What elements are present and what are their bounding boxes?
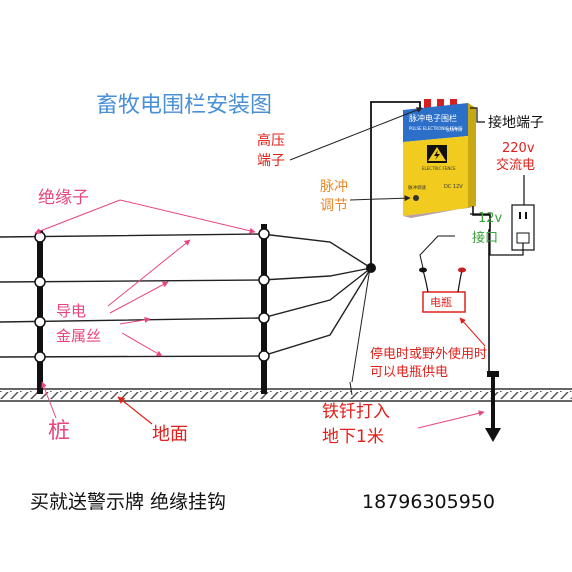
ground-leader: [117, 396, 153, 425]
insulator-label: 绝缘子: [38, 188, 89, 208]
dc-port-label-line1: 12v: [478, 211, 503, 226]
ground-label: 地面: [152, 424, 188, 445]
device-subtitle: PULSE ELECTRONIC FENCE: [409, 126, 463, 131]
hv-terminal-label-line1: 高压: [257, 132, 285, 149]
pulse-label-line2: 调节: [320, 198, 348, 214]
spike-label-line1: 铁钎打入: [322, 402, 390, 422]
hv-terminal-label-line2: 端子: [257, 153, 285, 169]
footer-promo: 买就送警示牌 绝缘挂钩: [30, 491, 226, 513]
fence-wires: [0, 233, 372, 358]
pulse-knob: [413, 195, 419, 201]
footer-phone: 18796305950: [362, 491, 495, 513]
spike-junction-leader: [349, 381, 353, 396]
insulator-icon: [258, 312, 270, 324]
fence-energizer-device: 脉冲电子围栏 PULSE ELECTRONIC FENCE 牧场专用 ELECT…: [403, 99, 476, 218]
insulator-icon: [34, 316, 46, 328]
spike-label-line2: 地下1米: [322, 427, 384, 447]
high-voltage-lead: [370, 101, 421, 268]
post-leader: [41, 381, 57, 419]
insulator-icon: [258, 274, 270, 286]
battery-label: 电瓶: [430, 295, 452, 309]
device-voltage: DC 12V: [444, 184, 463, 190]
device-pulse-knob-label: 脉冲调速: [408, 184, 426, 191]
wire-label-line1: 导电: [56, 302, 86, 320]
device-brand: ELECTRIC FENCE: [422, 166, 456, 171]
insulators: [34, 228, 270, 363]
fence-post-left: [37, 230, 43, 394]
high-voltage-warning-icon: [427, 145, 447, 163]
battery: 电瓶: [419, 235, 466, 313]
wire-label-line2: 金属丝: [56, 327, 101, 345]
ground-terminal-label: 接地端子: [488, 114, 544, 131]
pulse-label-line1: 脉冲: [320, 179, 348, 195]
insulator-icon: [34, 231, 46, 243]
backup-label-line1: 停电时或野外使用时: [370, 346, 487, 362]
ground-spike: [485, 371, 501, 442]
diagram-title: 畜牧电围栏安装图: [96, 93, 272, 118]
insulator-icon: [34, 351, 46, 363]
pulse-leader: [349, 195, 411, 202]
power-outlet: [470, 175, 535, 256]
insulator-icon: [258, 228, 270, 240]
insulator-icon: [258, 350, 270, 362]
wire-leaders: [107, 239, 191, 357]
dc-port-label-line2: 接口: [472, 230, 498, 246]
insulator-leaders: [34, 199, 256, 234]
ac-label-line1: 220v: [502, 141, 535, 156]
device-name: 脉冲电子围栏: [409, 113, 457, 123]
backup-leader: [459, 317, 486, 347]
battery-path-leader: [351, 267, 371, 383]
ground-terminal-wire: [470, 107, 485, 123]
backup-label-line2: 可以电瓶供电: [370, 365, 448, 380]
hv-terminal-leader: [289, 107, 423, 161]
ground-strip: [0, 388, 572, 402]
fence-post-right: [261, 224, 267, 394]
post-label: 桩: [48, 419, 70, 444]
ac-label-line2: 交流电: [496, 157, 535, 173]
device-tag: 牧场专用: [446, 126, 462, 132]
spike-leader: [417, 410, 485, 429]
insulator-icon: [34, 276, 46, 288]
